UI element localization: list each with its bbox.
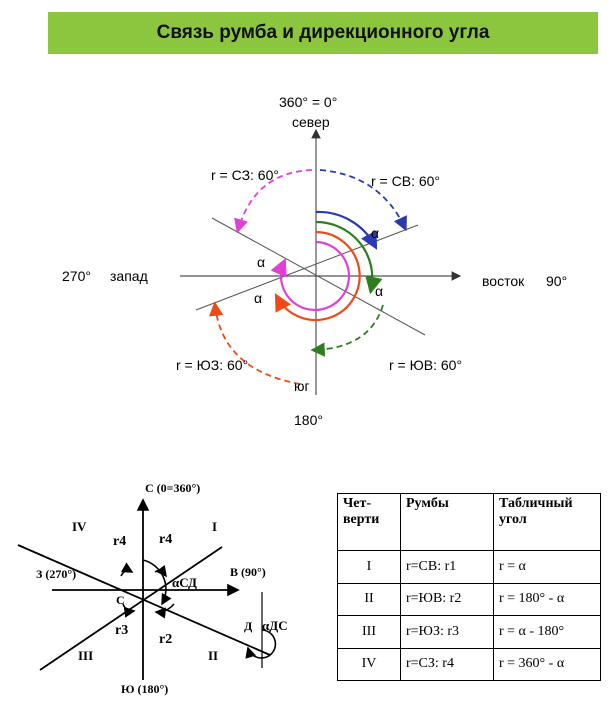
r2-arc xyxy=(154,603,175,619)
quadrant-table: Чет-верти Румбы Табличный угол I r=СВ: r… xyxy=(337,492,601,682)
sw-rhumb-label: r = ЮЗ: 60° xyxy=(176,357,248,373)
table-cell: r=СВ: r1 xyxy=(400,550,494,584)
table-cell: IV xyxy=(337,647,401,682)
r3-label: r3 xyxy=(115,623,128,638)
alpha-label-sw: α xyxy=(254,290,262,306)
title-banner: Связь румба и дирекционного угла xyxy=(48,12,598,54)
bottom-west-label: З (270°) xyxy=(36,567,76,581)
west-degree-label: 270° xyxy=(62,268,91,284)
table-cell: r = α xyxy=(493,550,601,584)
table-cell: r=СЗ: r4 xyxy=(400,647,494,682)
center-point-label: С xyxy=(116,593,125,607)
table-row: III r=ЮЗ: r3 r = α - 180° xyxy=(337,615,601,649)
rhumb-arc-se xyxy=(310,304,384,357)
r2-label: r2 xyxy=(159,632,172,647)
rhumb-arc-nw xyxy=(234,169,313,234)
table-cell: r = 360° - α xyxy=(493,647,601,682)
page-title: Связь румба и дирекционного угла xyxy=(156,22,490,43)
alpha-cd-label: αСД xyxy=(172,575,197,590)
bottom-south-label: Ю (180°) xyxy=(121,682,168,696)
alpha-cd-arc xyxy=(142,559,172,606)
north-word-label: север xyxy=(292,114,330,130)
rhumb-arc-ne xyxy=(319,169,407,232)
point-d-label: Д xyxy=(244,619,253,633)
table-cell: r = 180° - α xyxy=(493,582,601,617)
alpha-arc-red xyxy=(274,230,361,322)
table-cell: r = α - 180° xyxy=(493,615,601,649)
table-row: I r=СВ: r1 r = α xyxy=(337,550,601,584)
alpha-dc-label: αДС xyxy=(262,618,288,633)
quadrant-i-label: I xyxy=(212,519,217,534)
north-degree-label: 360° = 0° xyxy=(279,94,337,110)
table-header-cell: Румбы xyxy=(400,492,494,552)
table-cell: II xyxy=(337,582,401,617)
quadrant-iv-label: IV xyxy=(72,519,87,534)
bottom-diag-line xyxy=(39,546,223,671)
quadrant-iii-label: III xyxy=(78,648,93,663)
r3-arc xyxy=(122,603,136,618)
r4-label-right: r4 xyxy=(159,532,172,547)
bottom-diagram: С (0=360°) В (90°) З (270°) Ю (180°) I I… xyxy=(17,481,288,696)
alpha-label-se: α xyxy=(375,283,383,299)
alpha-arc-blue xyxy=(315,210,378,250)
se-rhumb-label: r = ЮВ: 60° xyxy=(389,357,462,373)
nw-se-line xyxy=(211,217,426,336)
table-cell: r=ЮВ: r2 xyxy=(400,582,494,617)
east-degree-label: 90° xyxy=(546,273,567,289)
alpha-arc-green xyxy=(315,220,383,295)
south-degree-label: 180° xyxy=(294,412,323,428)
table-cell: I xyxy=(337,550,401,584)
alpha-arc-magenta xyxy=(270,240,351,312)
bottom-east-label: В (90°) xyxy=(230,565,266,579)
table-header-row: Чет-верти Румбы Табличный угол xyxy=(337,492,601,552)
r4-arc-left xyxy=(120,562,134,577)
quadrant-ii-label: II xyxy=(208,648,218,663)
bottom-north-label: С (0=360°) xyxy=(145,481,200,495)
table-header-cell: Чет-верти xyxy=(337,492,401,552)
alpha-label-w: α xyxy=(257,254,265,270)
alpha-dc-arc xyxy=(245,629,277,659)
alpha-label-ne: α xyxy=(371,225,379,241)
table-header-cell: Табличный угол xyxy=(493,492,601,552)
table-cell: III xyxy=(337,615,401,649)
east-word-label: восток xyxy=(482,273,525,289)
ne-rhumb-label: r = СВ: 60° xyxy=(371,173,440,189)
table-cell: r=ЮЗ: r3 xyxy=(400,615,494,649)
table-row: IV r=СЗ: r4 r = 360° - α xyxy=(337,647,601,682)
rhumb-arc-sw xyxy=(209,301,301,385)
nw-rhumb-label: r = СЗ: 60° xyxy=(211,167,279,183)
table-row: II r=ЮВ: r2 r = 180° - α xyxy=(337,582,601,617)
south-word-label: юг xyxy=(294,378,310,394)
r4-label-left: r4 xyxy=(113,534,126,549)
sw-ne-line xyxy=(195,224,419,311)
west-word-label: запад xyxy=(110,268,148,284)
